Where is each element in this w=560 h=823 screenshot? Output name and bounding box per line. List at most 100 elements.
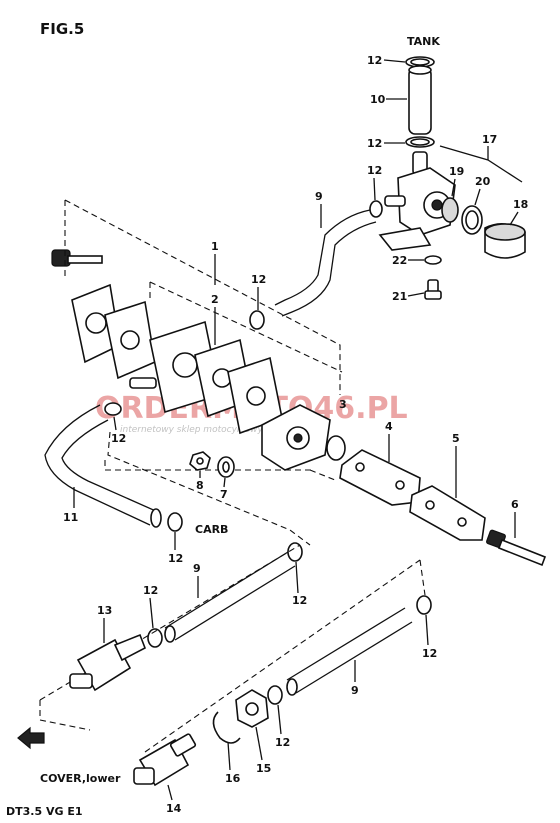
part-clamp-12-lower-upper bbox=[416, 595, 432, 615]
callout-12-lower-bottom: 12 bbox=[275, 704, 290, 749]
svg-text:22: 22 bbox=[392, 254, 407, 267]
callout-2: 2 bbox=[211, 293, 219, 345]
part-hose-9-lower bbox=[286, 607, 413, 696]
callout-5: 5 bbox=[452, 432, 460, 498]
svg-text:7: 7 bbox=[220, 488, 228, 501]
callout-3: 3 bbox=[339, 398, 347, 411]
part-clamp-12-lower-bottom bbox=[267, 685, 283, 705]
pump-bracket-dashed bbox=[64, 199, 341, 481]
callout-12-hose11: 12 bbox=[111, 416, 126, 445]
svg-text:19: 19 bbox=[449, 165, 464, 178]
part-washer-22 bbox=[424, 255, 442, 265]
svg-text:11: 11 bbox=[63, 511, 78, 524]
callout-12-middle-upper: 12 bbox=[292, 561, 307, 607]
svg-text:17: 17 bbox=[482, 133, 497, 146]
part-clamp-12-middle-upper bbox=[287, 542, 303, 562]
svg-text:6: 6 bbox=[511, 498, 519, 511]
callout-14: 14 bbox=[166, 784, 182, 815]
callout-8: 8 bbox=[196, 471, 204, 492]
callout-12-top: 12 bbox=[367, 54, 406, 67]
svg-text:1: 1 bbox=[211, 240, 219, 253]
svg-text:9: 9 bbox=[193, 562, 201, 575]
svg-text:10: 10 bbox=[370, 93, 386, 106]
svg-text:5: 5 bbox=[452, 432, 460, 445]
part-clamp-12-middle-lower bbox=[147, 628, 163, 648]
part-nipple-13 bbox=[69, 633, 147, 692]
part-clamp-12-hose-upper bbox=[369, 200, 383, 218]
cover-lower-label: COVER,lower bbox=[40, 772, 121, 785]
callout-9-middle: 9 bbox=[193, 562, 201, 598]
part-screw-21 bbox=[424, 279, 442, 300]
footer-model: DT3.5 VG E1 bbox=[6, 805, 83, 818]
callout-17: 17 bbox=[482, 133, 497, 146]
callout-15: 15 bbox=[255, 726, 271, 775]
callout-7: 7 bbox=[220, 477, 228, 501]
routing-dashed-3 bbox=[144, 559, 426, 753]
svg-text:4: 4 bbox=[385, 420, 393, 433]
callout-12-pump: 12 bbox=[251, 273, 266, 310]
svg-text:20: 20 bbox=[475, 175, 491, 188]
svg-text:12: 12 bbox=[367, 164, 382, 177]
carb-label: CARB bbox=[195, 523, 228, 536]
part-hose-9-middle bbox=[164, 551, 296, 643]
part-bracket-4 bbox=[339, 449, 421, 506]
figure-title: FIG.5 bbox=[40, 20, 84, 38]
callout-1: 1 bbox=[211, 240, 219, 285]
watermark-subtext: internetowy sklep motocyklowy bbox=[120, 425, 263, 435]
callout-12-cock: 12 bbox=[367, 164, 382, 201]
part-clamp-12-pump-inlet bbox=[249, 310, 265, 330]
callout-9-lower: 9 bbox=[351, 660, 359, 697]
part-clamp-12-hose11-top bbox=[104, 402, 122, 416]
part-cup-18 bbox=[484, 223, 526, 259]
tank-label: TANK bbox=[407, 35, 440, 48]
part-hose-11 bbox=[44, 404, 162, 528]
callout-4: 4 bbox=[385, 420, 393, 462]
svg-text:12: 12 bbox=[111, 432, 126, 445]
svg-text:14: 14 bbox=[166, 802, 182, 815]
svg-text:13: 13 bbox=[97, 604, 112, 617]
callout-10: 10 bbox=[370, 93, 407, 106]
svg-text:12: 12 bbox=[168, 552, 183, 565]
part-washer-16 bbox=[212, 711, 241, 744]
svg-text:18: 18 bbox=[513, 198, 528, 211]
part-clamp-12-mid bbox=[405, 136, 435, 148]
part-pump-housing bbox=[261, 404, 331, 471]
part-hose-10 bbox=[408, 65, 432, 135]
svg-text:12: 12 bbox=[367, 137, 382, 150]
part-hose-9-upper bbox=[274, 209, 377, 317]
part-oring-19 bbox=[441, 197, 459, 223]
part-clamp-12-carb bbox=[167, 512, 183, 532]
callout-20: 20 bbox=[474, 175, 491, 206]
part-bracket-5 bbox=[409, 485, 486, 541]
part-washer-7 bbox=[217, 456, 235, 478]
svg-text:9: 9 bbox=[351, 684, 359, 697]
svg-text:12: 12 bbox=[251, 273, 266, 286]
svg-text:9: 9 bbox=[315, 190, 323, 203]
callout-18: 18 bbox=[509, 198, 528, 226]
svg-text:8: 8 bbox=[196, 479, 204, 492]
callout-12-lower-upper: 12 bbox=[422, 614, 437, 660]
part-gasket-housing bbox=[326, 435, 346, 461]
callout-9-upper: 9 bbox=[315, 190, 323, 228]
callout-6: 6 bbox=[511, 498, 519, 538]
part-nut-15 bbox=[235, 689, 269, 728]
callout-19: 19 bbox=[449, 165, 464, 197]
svg-text:15: 15 bbox=[256, 762, 271, 775]
part-bolt-6 bbox=[486, 529, 547, 567]
svg-text:12: 12 bbox=[143, 584, 158, 597]
part-fuel-cock-17 bbox=[378, 151, 456, 251]
svg-text:12: 12 bbox=[422, 647, 437, 660]
svg-text:16: 16 bbox=[225, 772, 241, 785]
callout-12-carb: 12 bbox=[168, 532, 183, 565]
part-nut-8 bbox=[189, 451, 211, 471]
callout-21: 21 bbox=[392, 290, 425, 303]
callout-13: 13 bbox=[97, 604, 112, 643]
callout-16: 16 bbox=[225, 741, 241, 785]
part-fitting-14 bbox=[133, 733, 197, 787]
part-bolt-left bbox=[51, 249, 103, 267]
part-pump-cover-3 bbox=[227, 356, 283, 435]
routing-dashed-1 bbox=[107, 431, 311, 546]
callout-12-middle-lower: 12 bbox=[143, 584, 158, 629]
svg-text:21: 21 bbox=[392, 290, 407, 303]
